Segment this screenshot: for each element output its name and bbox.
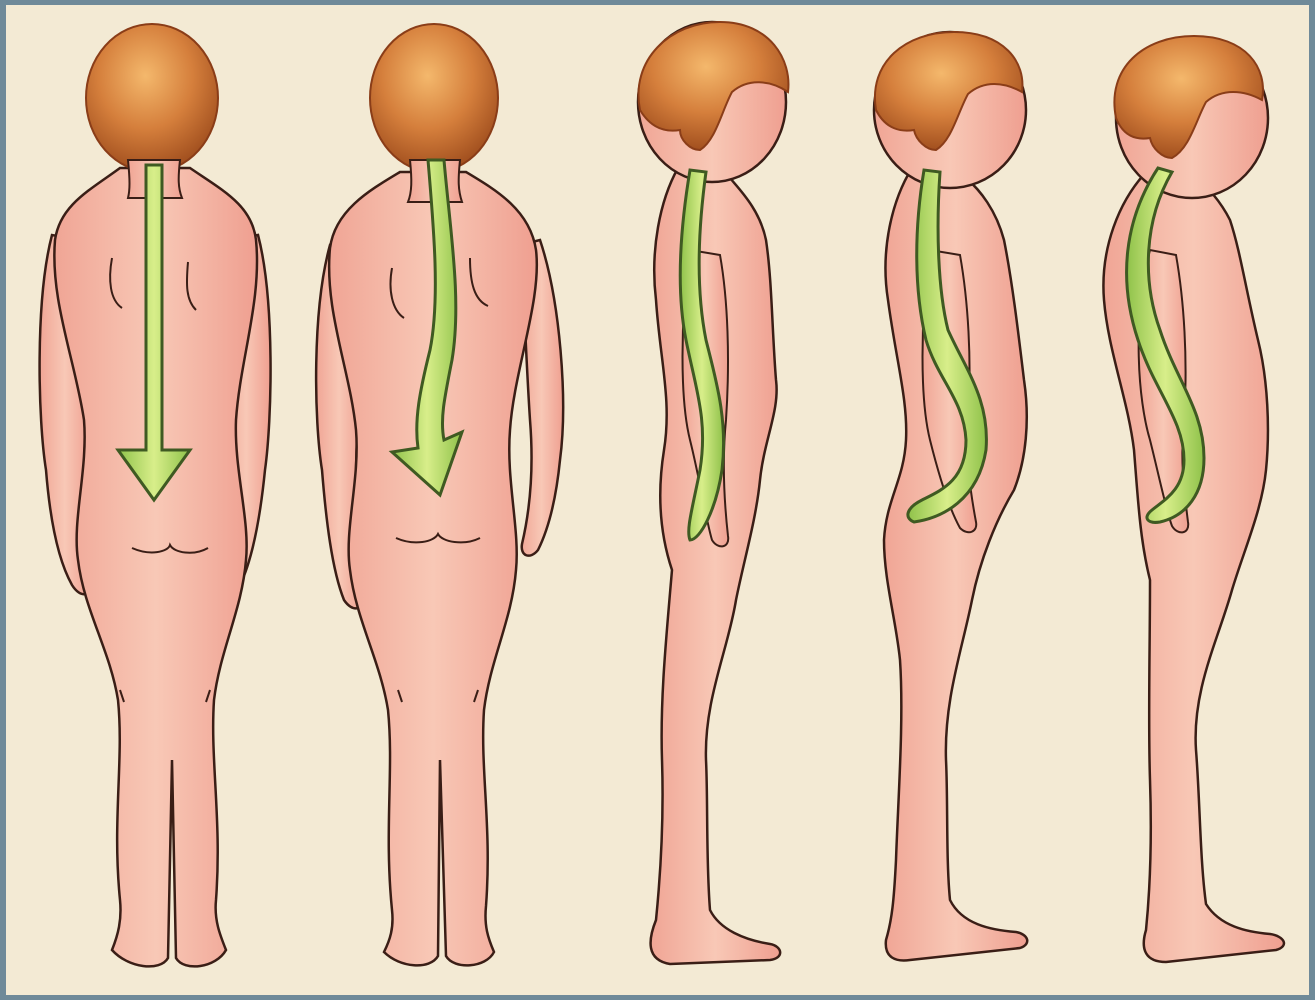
- figure-1-head: [86, 24, 218, 172]
- figure-2-head: [370, 24, 498, 172]
